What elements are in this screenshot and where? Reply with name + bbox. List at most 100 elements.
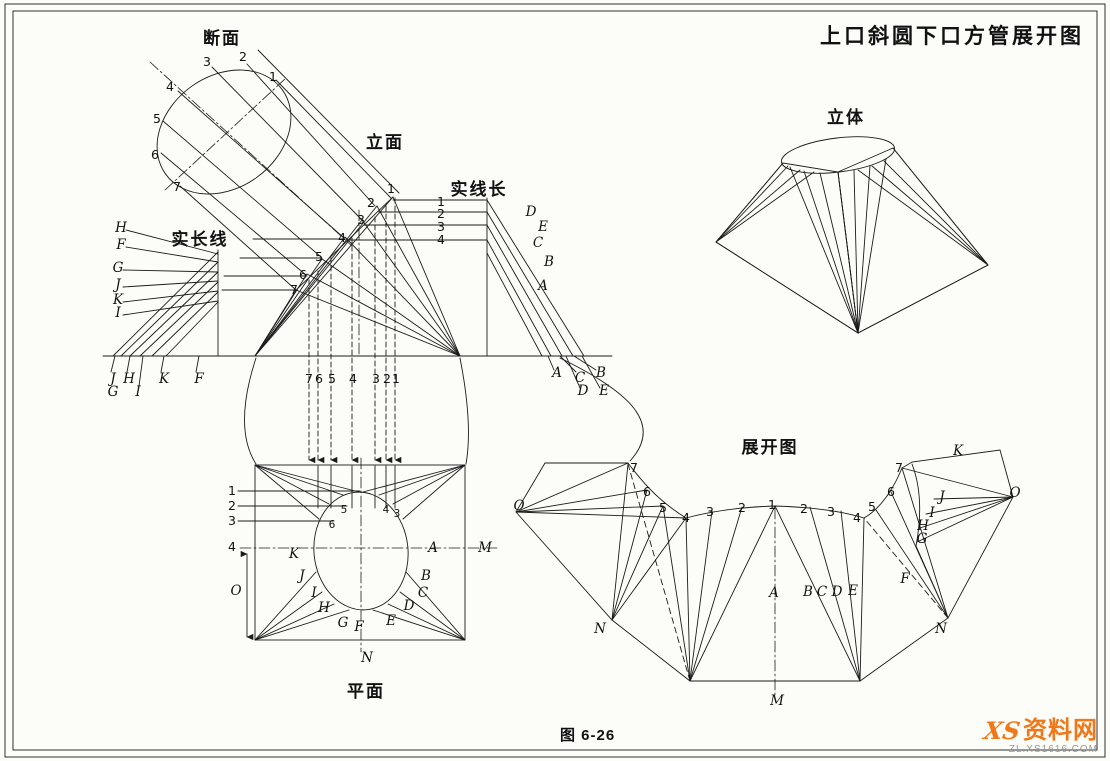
point-label-letter: D [831,584,843,600]
point-label-letter: H [317,600,330,616]
point-label-letter: O [1009,485,1020,501]
watermark-logo: XS [982,716,1023,745]
pictorial-view [715,136,989,334]
point-label-number: 3 [437,219,445,234]
point-label-number: 5 [868,499,876,514]
development-view [515,449,1014,699]
point-label-letter: B [595,365,606,381]
figure-caption: 图 6-26 [560,727,616,744]
point-label-number: 2 [738,500,746,515]
point-label-letter: H [916,518,929,534]
point-label-letter: C [575,370,586,386]
point-label-letter: B [802,584,813,600]
point-label-number: 1 [228,483,236,498]
watermark-site-name: 资料网 [1023,717,1098,744]
point-label-letter: G [113,260,124,276]
point-label-letter: K [158,371,170,387]
point-label-number: 5 [153,111,161,126]
point-label-letter: E [598,383,609,399]
point-label-number-small: 6 [329,519,336,531]
point-label-letter: C [817,584,828,600]
point-label-number: 5 [315,249,323,264]
point-label-letter: F [353,619,364,635]
point-label-letter: G [917,531,928,547]
point-label-number: 1 [269,69,277,84]
point-label-number: 1 [392,371,400,386]
point-label-number: 4 [437,232,445,247]
point-label-number-small: 3 [394,508,401,520]
point-label-letter: I [114,305,121,321]
view-label-development: 展开图 [742,438,799,457]
point-label-letter: N [934,621,948,637]
point-label-number: 2 [367,195,375,210]
point-label-number-small: 4 [383,504,390,516]
point-label-letter: C [418,585,429,601]
point-label-number: 4 [853,510,861,525]
point-label-letter: B [543,254,554,270]
page-title: 上口斜圆下口方管展开图 [820,25,1084,48]
point-label-letter: D [525,204,537,220]
point-label-letter: F [115,237,126,253]
point-label-number: 3 [228,513,236,528]
point-label-letter: M [769,693,785,709]
point-label-letter: A [426,540,438,556]
point-label-number: 7 [290,282,298,297]
point-label-letter: N [593,621,607,637]
point-label-letter: I [928,505,935,521]
point-label-letter: A [536,278,548,294]
point-label-letter: B [420,568,431,584]
page-border [4,3,1106,758]
watermark: XS 资料网 ZL.XS1616.COM [982,716,1098,755]
point-label-letter: O [513,498,524,514]
point-label-number: 3 [203,54,211,69]
point-label-number: 3 [357,212,365,227]
point-label-number: 2 [800,501,808,516]
point-label-letter: E [385,613,396,629]
point-label-number: 7 [630,460,638,475]
view-label-plan: 平面 [347,682,385,701]
point-label-number: 1 [437,194,445,209]
point-label-number: 1 [387,181,395,196]
point-label-number: 1 [768,497,776,512]
point-label-number: 2 [228,498,236,513]
point-label-letter: F [193,371,204,387]
point-label-number: 7 [895,460,903,475]
point-label-letter: J [112,277,122,293]
point-label-number: 6 [151,147,159,162]
view-label-elevation: 立面 [366,132,404,152]
view-label-section: 断面 [203,28,241,48]
point-label-letter: J [936,489,946,505]
point-label-number: 3 [827,504,835,519]
point-label-number: 7 [173,179,181,194]
point-label-letter: C [533,235,544,251]
point-label-letter: K [288,546,300,562]
point-label-letter: I [310,585,317,601]
point-label-number: 4 [682,510,690,525]
projection-lines [244,197,644,509]
point-label-letter: H [114,220,127,236]
point-label-number: 4 [166,79,174,94]
point-label-number: 5 [328,371,336,386]
point-label-number: 6 [887,484,895,499]
point-label-number: 2 [383,371,391,386]
point-label-letter: E [847,583,858,599]
point-label-number: 4 [349,371,357,386]
view-label-true-length-right: 实线长 [451,179,508,199]
point-label-letter: D [403,598,415,614]
point-label-number: 6 [315,371,323,386]
watermark-url: ZL.XS1616.COM [1008,744,1098,755]
point-label-number: 2 [437,206,445,221]
point-label-number-small: 5 [341,504,348,516]
view-label-true-length-left: 实长线 [172,229,229,249]
point-label-number: 3 [706,504,714,519]
point-label-number: 3 [372,371,380,386]
point-label-letter: A [550,365,562,381]
point-label-letter: O [230,583,241,599]
point-label-letter: A [767,585,779,601]
point-label-letter: G [108,384,119,400]
point-label-letter: F [899,571,910,587]
point-label-letter: M [477,540,493,556]
point-label-letter: E [537,219,548,235]
point-label-number: 4 [338,230,346,245]
